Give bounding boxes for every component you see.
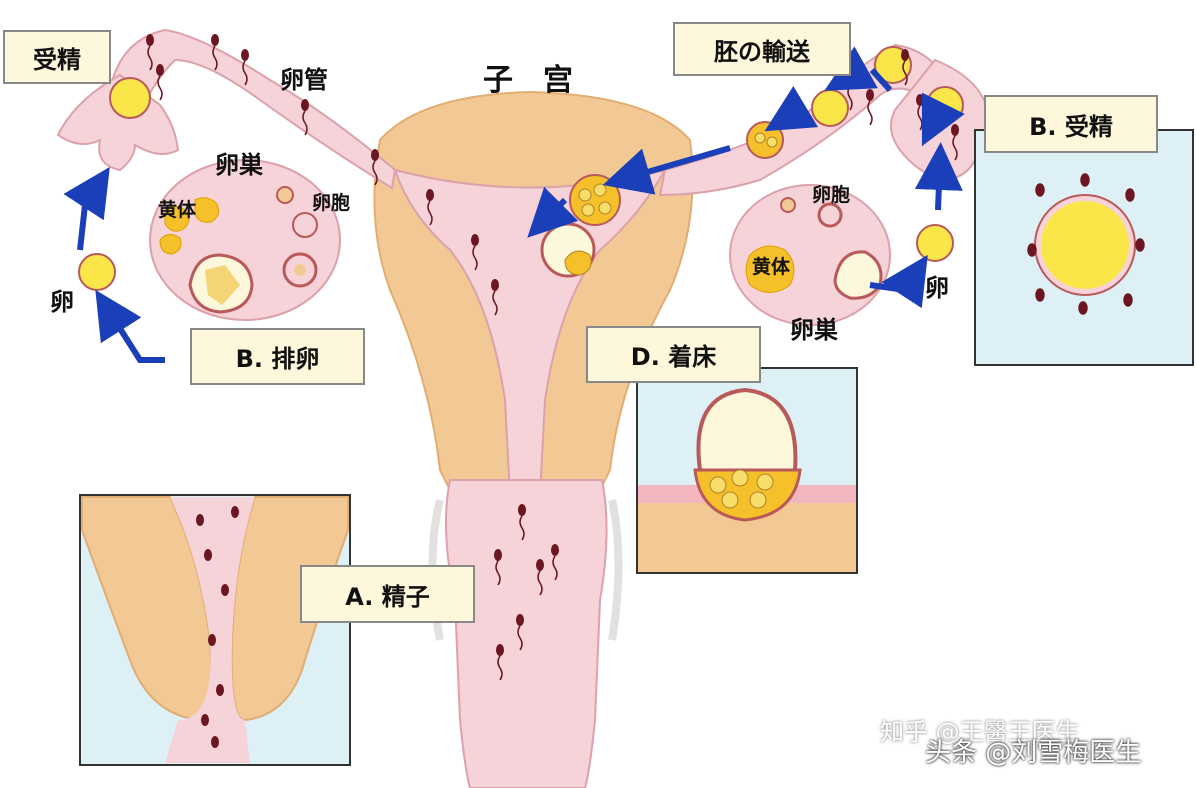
implantation-box: D. 着床 xyxy=(586,326,761,383)
oviduct-label: 卵管 xyxy=(280,66,328,94)
corpus-luteum-right-label: 黄体 xyxy=(752,256,791,278)
follicle-left-label: 卵胞 xyxy=(312,192,351,214)
follicle-right-label: 卵胞 xyxy=(812,184,851,206)
ovulation-box: B. 排卵 xyxy=(190,328,365,385)
sperm-panel xyxy=(79,494,351,766)
right-ovary xyxy=(729,184,891,326)
egg-right-label: 卵 xyxy=(925,274,949,302)
uterus-label: 子 宫 xyxy=(483,63,573,98)
watermark-faint: 知乎 @王醫王医生 xyxy=(880,718,1080,746)
implantation-panel xyxy=(636,367,858,574)
egg-left-label: 卵 xyxy=(50,288,74,316)
flow-arrows xyxy=(63,46,940,363)
corpus-luteum-left-label: 黄体 xyxy=(158,199,197,221)
left-ovary xyxy=(149,159,341,321)
sperm-box: A. 精子 xyxy=(300,565,475,623)
fertilization-left-box: 受精 xyxy=(3,30,111,84)
ovary-right-label: 卵巣 xyxy=(790,316,838,344)
embryo-transport-box: 胚の輸送 xyxy=(673,22,851,76)
fertilization-right-box: B. 受精 xyxy=(984,95,1158,153)
watermark-main: 头条 @刘雪梅医生 xyxy=(925,738,1142,768)
ovary-left-label: 卵巣 xyxy=(215,151,263,179)
fertilization-panel xyxy=(974,129,1194,366)
